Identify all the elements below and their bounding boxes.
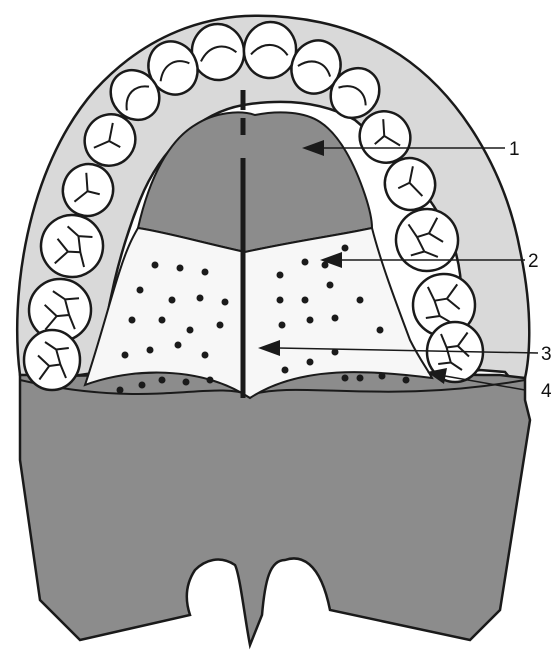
palate-dot [302, 297, 309, 304]
palate-dot [177, 265, 184, 272]
palate-dot [357, 297, 364, 304]
palate-dot [202, 352, 209, 359]
callout-label-2: 2 [528, 251, 539, 272]
palate-dot [379, 373, 386, 380]
palate-dot [137, 287, 144, 294]
palate-dot [342, 245, 349, 252]
palate-dot [187, 327, 194, 334]
palate-dot [222, 299, 229, 306]
palate-dot [139, 382, 146, 389]
palate-dot [217, 322, 224, 329]
palate-dot [159, 377, 166, 384]
palate-dot [197, 295, 204, 302]
palate-dot [122, 352, 129, 359]
palate-dot [307, 317, 314, 324]
palate-dot [207, 377, 214, 384]
palate-dot [302, 259, 309, 266]
palate-dot [117, 387, 124, 394]
palate-dot [327, 282, 334, 289]
palate-dot [279, 322, 286, 329]
palate-dot [357, 375, 364, 382]
posterior-hard-palate [85, 228, 432, 398]
palate-dot [332, 315, 339, 322]
palate-dot [183, 379, 190, 386]
palate-dot [152, 262, 159, 269]
callout-label-1: 1 [509, 139, 520, 160]
palate-dot [147, 347, 154, 354]
palate-dot [307, 359, 314, 366]
palate-dot [282, 367, 289, 374]
palate-dot [202, 269, 209, 276]
palate-dot [175, 342, 182, 349]
palate-dot [403, 377, 410, 384]
palate-dot [169, 297, 176, 304]
callout-label-3: 3 [541, 344, 552, 365]
palate-dot [342, 375, 349, 382]
tooth [24, 330, 80, 390]
palate-dot [277, 297, 284, 304]
palate-dot [377, 327, 384, 334]
palate-dot [277, 272, 284, 279]
palate-base [20, 370, 530, 645]
palate-dot [159, 317, 166, 324]
palate-dot [129, 317, 136, 324]
callout-label-4: 4 [541, 381, 552, 402]
